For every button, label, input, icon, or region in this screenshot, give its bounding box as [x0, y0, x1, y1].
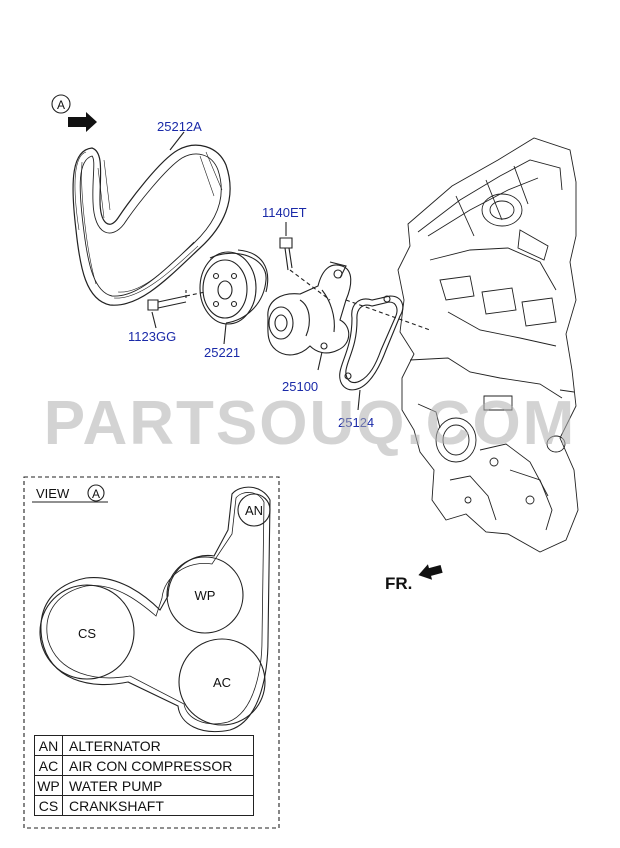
- legend-description: WATER PUMP: [62, 775, 254, 796]
- pulley-code-an: AN: [245, 503, 263, 518]
- view-a-marker-letter: A: [57, 98, 65, 112]
- front-direction-arrow-icon: [418, 564, 443, 580]
- front-marker-label: FR.: [385, 574, 413, 593]
- view-a-alternator-pulley: [237, 493, 271, 527]
- legend-table: AN ALTERNATOR AC AIR CON COMPRESSOR WP W…: [34, 735, 254, 816]
- gasket-drawing: [339, 295, 404, 391]
- axis-line-3: [345, 299, 431, 331]
- part-label-gasket[interactable]: 25124: [338, 415, 375, 430]
- pulley-code-cs: CS: [78, 626, 96, 641]
- legend-code: WP: [34, 775, 63, 796]
- view-a-box: [23, 476, 280, 829]
- water-pump-drawing: [267, 261, 352, 356]
- part-label-water-pump[interactable]: 25100: [282, 379, 319, 394]
- legend-row: CS CRANKSHAFT: [34, 795, 254, 816]
- legend-row: AN ALTERNATOR: [34, 735, 254, 756]
- part-label-bolt-left[interactable]: 1123GG: [128, 329, 177, 344]
- part-label-belt[interactable]: 25212A: [157, 119, 202, 134]
- leader-pulley: [223, 323, 227, 345]
- watermark: PARTSOUQ.COM: [43, 389, 577, 458]
- view-a-title-marker-icon: [87, 484, 105, 502]
- view-a-title-letter: A: [92, 487, 100, 501]
- drive-belt-drawing: [72, 144, 231, 306]
- legend-row: WP WATER PUMP: [34, 775, 254, 796]
- engine-block-drawing: [397, 137, 579, 553]
- legend-description: AIR CON COMPRESSOR: [62, 755, 254, 776]
- bolt-1123gg-drawing: [147, 290, 187, 329]
- part-label-pulley[interactable]: 25221: [204, 345, 241, 360]
- view-a-marker-icon: [51, 94, 97, 132]
- legend-row: AC AIR CON COMPRESSOR: [34, 755, 254, 776]
- view-a-belt-routing: [40, 486, 271, 733]
- legend-description: ALTERNATOR: [62, 735, 254, 756]
- leader-belt: [169, 131, 185, 151]
- idler-pulley-drawing: [199, 249, 269, 325]
- axis-line: [185, 291, 206, 297]
- pulley-code-wp: WP: [195, 588, 216, 603]
- view-a-ac-compressor-pulley: [178, 638, 266, 726]
- legend-code: AN: [34, 735, 63, 756]
- leader-water-pump: [317, 351, 323, 371]
- axis-line-2: [289, 269, 331, 301]
- legend-code: CS: [34, 795, 63, 816]
- view-box-title: VIEW: [36, 486, 70, 501]
- pulley-code-ac: AC: [213, 675, 231, 690]
- part-label-bolt-top[interactable]: 1140ET: [262, 205, 307, 220]
- legend-description: CRANKSHAFT: [62, 795, 254, 816]
- bolt-1140et-drawing: [279, 222, 293, 271]
- view-a-crankshaft-pulley: [39, 584, 135, 680]
- legend-code: AC: [34, 755, 63, 776]
- leader-gasket: [357, 389, 361, 411]
- view-a-water-pump-pulley: [166, 556, 244, 634]
